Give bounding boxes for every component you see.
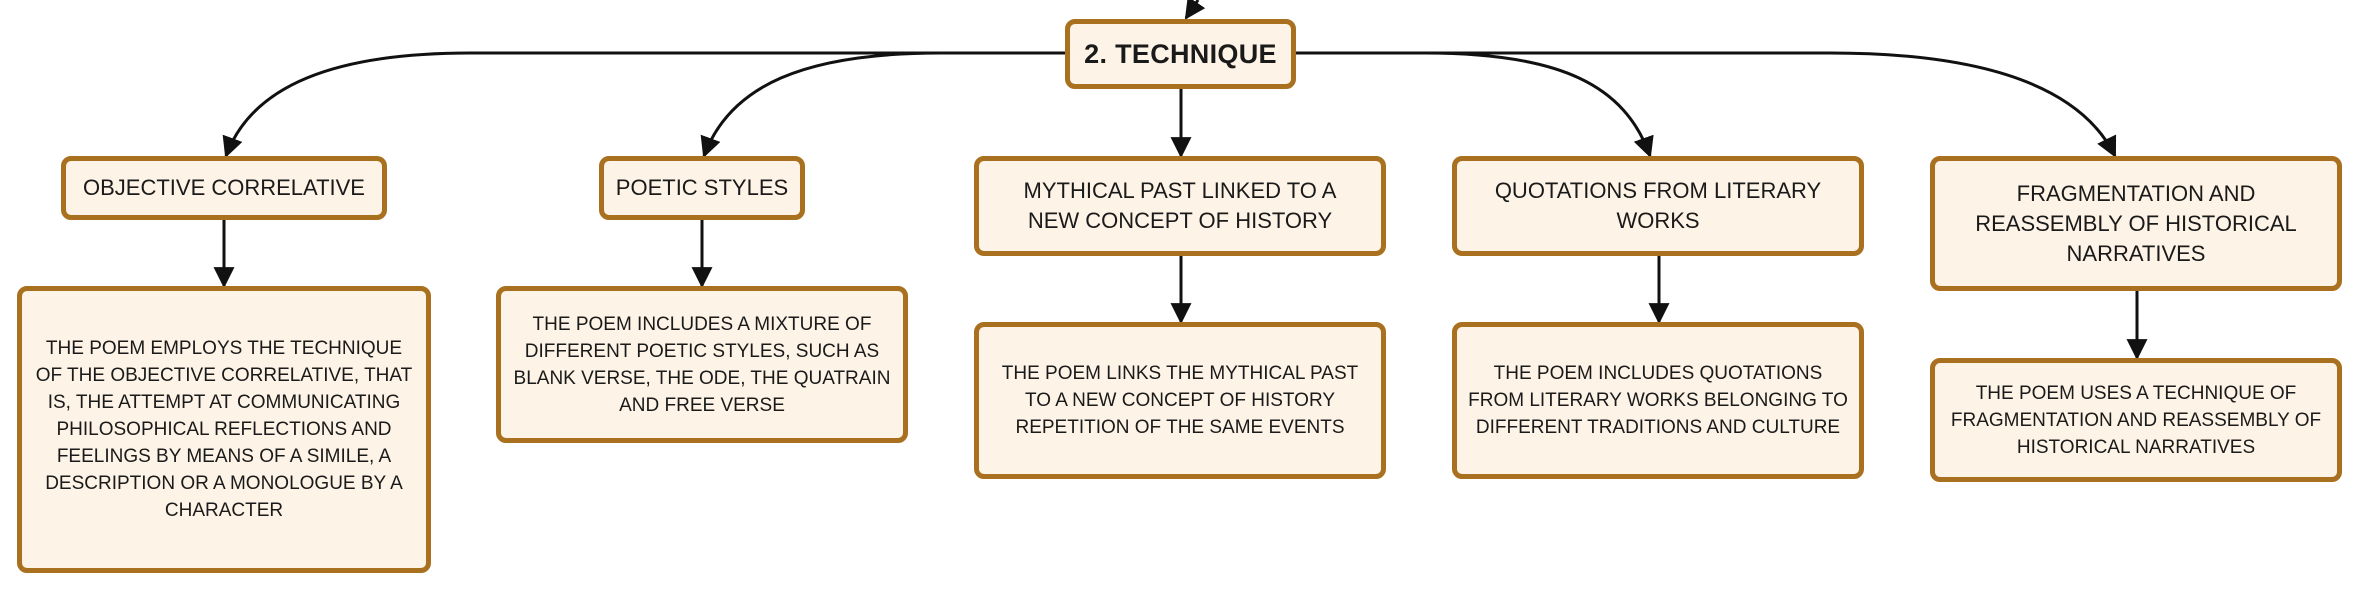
- root-node-label: 2. TECHNIQUE: [1084, 38, 1277, 69]
- topic-node-label: OBJECTIVE CORRELATIVE: [83, 175, 365, 200]
- detail-node-text: THE POEM INCLUDES A MIXTURE OF DIFFERENT…: [513, 313, 891, 416]
- topic-node-quotations[interactable]: QUOTATIONS FROM LITERARY WORKS: [1452, 156, 1864, 256]
- connector-root-to-fragmentation: [1294, 51, 2117, 158]
- detail-node-mythical-past[interactable]: THE POEM LINKS THE MYTHICAL PAST TO A NE…: [974, 322, 1386, 479]
- connector-root-to-quotations: [1294, 51, 1654, 158]
- incoming-connector: [1184, 0, 1206, 20]
- topic-node-poetic-styles[interactable]: POETIC STYLES: [599, 156, 805, 220]
- detail-node-text: THE POEM EMPLOYS THE TECHNIQUE OF THE OB…: [35, 338, 413, 521]
- root-node-technique[interactable]: 2. TECHNIQUE: [1065, 19, 1296, 89]
- topic-node-label: FRAGMENTATION AND REASSEMBLY OF HISTORIC…: [1975, 180, 2297, 266]
- detail-node-fragmentation[interactable]: THE POEM USES A TECHNIQUE OF FRAGMENTATI…: [1930, 358, 2342, 482]
- detail-node-text: THE POEM INCLUDES QUOTATIONS FROM LITERA…: [1468, 363, 1848, 438]
- topic-node-objective-correlative[interactable]: OBJECTIVE CORRELATIVE: [61, 156, 387, 220]
- detail-node-objective-correlative[interactable]: THE POEM EMPLOYS THE TECHNIQUE OF THE OB…: [17, 286, 431, 573]
- topic-node-fragmentation[interactable]: FRAGMENTATION AND REASSEMBLY OF HISTORIC…: [1930, 156, 2342, 291]
- topic-node-label: QUOTATIONS FROM LITERARY WORKS: [1494, 178, 1822, 233]
- detail-node-poetic-styles[interactable]: THE POEM INCLUDES A MIXTURE OF DIFFERENT…: [496, 286, 908, 443]
- detail-node-quotations[interactable]: THE POEM INCLUDES QUOTATIONS FROM LITERA…: [1452, 322, 1864, 479]
- topic-node-label: MYTHICAL PAST LINKED TO A NEW CONCEPT OF…: [1023, 178, 1337, 233]
- detail-node-text: THE POEM LINKS THE MYTHICAL PAST TO A NE…: [1001, 363, 1359, 438]
- topic-node-label: POETIC STYLES: [615, 175, 789, 200]
- topic-node-mythical-past[interactable]: MYTHICAL PAST LINKED TO A NEW CONCEPT OF…: [974, 156, 1386, 256]
- detail-node-text: THE POEM USES A TECHNIQUE OF FRAGMENTATI…: [1950, 382, 2322, 458]
- connector-root-to-objective-correlative: [222, 51, 1068, 158]
- connector-root-to-poetic-styles: [700, 51, 1068, 158]
